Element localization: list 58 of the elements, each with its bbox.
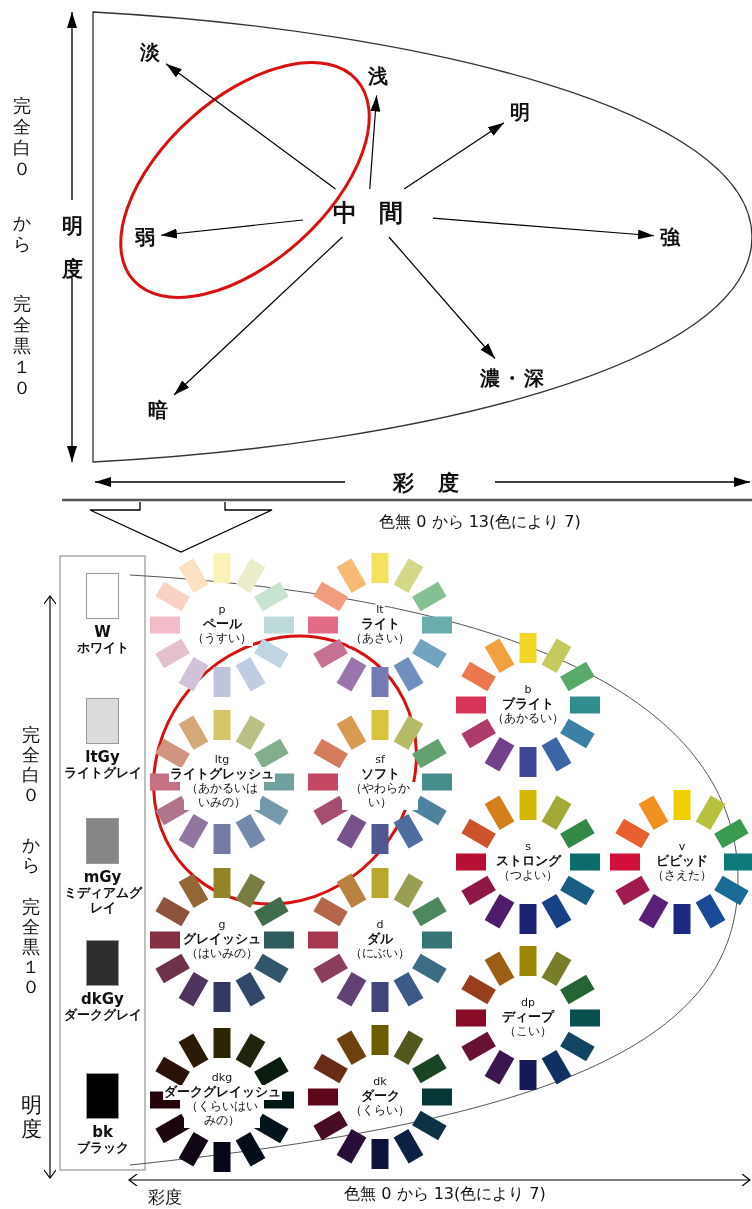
swatch-code: ltGy [85,749,120,767]
axis-label: 色無 0 から 13(色により 7) [344,1183,546,1205]
tone-label: 強 [660,223,680,251]
axis-label: から [13,212,31,254]
tone-label: 暗 [148,396,168,424]
tone-label: 淡 [140,38,160,66]
axis-label: 完全黒１０ [13,293,31,398]
tone-reading: （くらいはいみの） [184,1100,260,1128]
arrow [165,63,337,190]
axis-label: 彩度 [148,1185,182,1209]
tone-code: g [217,919,227,932]
swatch-name: ホワイト [76,641,129,657]
tone-reading: （やわらかい） [342,782,418,810]
tone-label: 弱 [135,223,155,251]
tone-code: ltg [213,754,231,768]
swatch-name: ブラック [76,1141,129,1157]
axis-label: 色無 0 から 13(色により 7) [379,511,581,533]
axis-label: 明度 [62,213,83,283]
arrow [160,219,304,239]
swatch-code: bk [92,1124,113,1141]
tone-label: 中間 [311,197,425,229]
tone-name: グレイッシュ [182,931,262,947]
arrow [403,122,505,190]
tone-name: ダル [366,931,394,947]
axis-label: 彩度 [391,470,483,497]
tone-name: ビビッド [655,853,709,869]
arrow [369,94,381,190]
swatch-code: W [94,624,111,642]
block-arrow [89,501,273,553]
tone-name: ライト [359,616,401,632]
tone-name: ストロング [494,853,562,869]
axis-label: 完全黒１０ [22,897,40,997]
tone-name: ブライト [501,696,555,712]
swatch-name: ダークグレイ [63,1008,142,1024]
tone-name: ライトグレッシュ [169,767,275,782]
tone-name: ダークグレイッシュ [162,1085,282,1100]
axis-label: 明度 [21,1093,42,1141]
swatch-name: ライトグレイ [63,766,142,782]
tone-name: ダーク [359,1088,401,1104]
tone-code: dp [520,997,536,1010]
tone-reading: （あかるいはいみの） [184,782,260,810]
tone-code: dkg [210,1072,234,1086]
tone-name: ソフト [359,767,401,782]
arrow [388,236,496,360]
swatch-code: dkGy [81,991,124,1009]
tone-label: 明 [510,98,530,126]
tone-name: ディープ [501,1009,555,1025]
arrow [173,236,344,396]
tone-label: 浅 [368,62,388,90]
axis-label: 完全白０ [13,95,31,179]
tone-name: ペール [201,616,243,632]
tone-code: p [217,604,227,617]
tone-label: 濃・深 [478,364,546,392]
arrow [432,217,655,240]
axis-label: 完全白０ [22,725,40,805]
axis-label: から [22,835,40,875]
swatch-code: mGy [83,869,122,887]
swatch-name: ミディアムグレイ [62,886,144,917]
